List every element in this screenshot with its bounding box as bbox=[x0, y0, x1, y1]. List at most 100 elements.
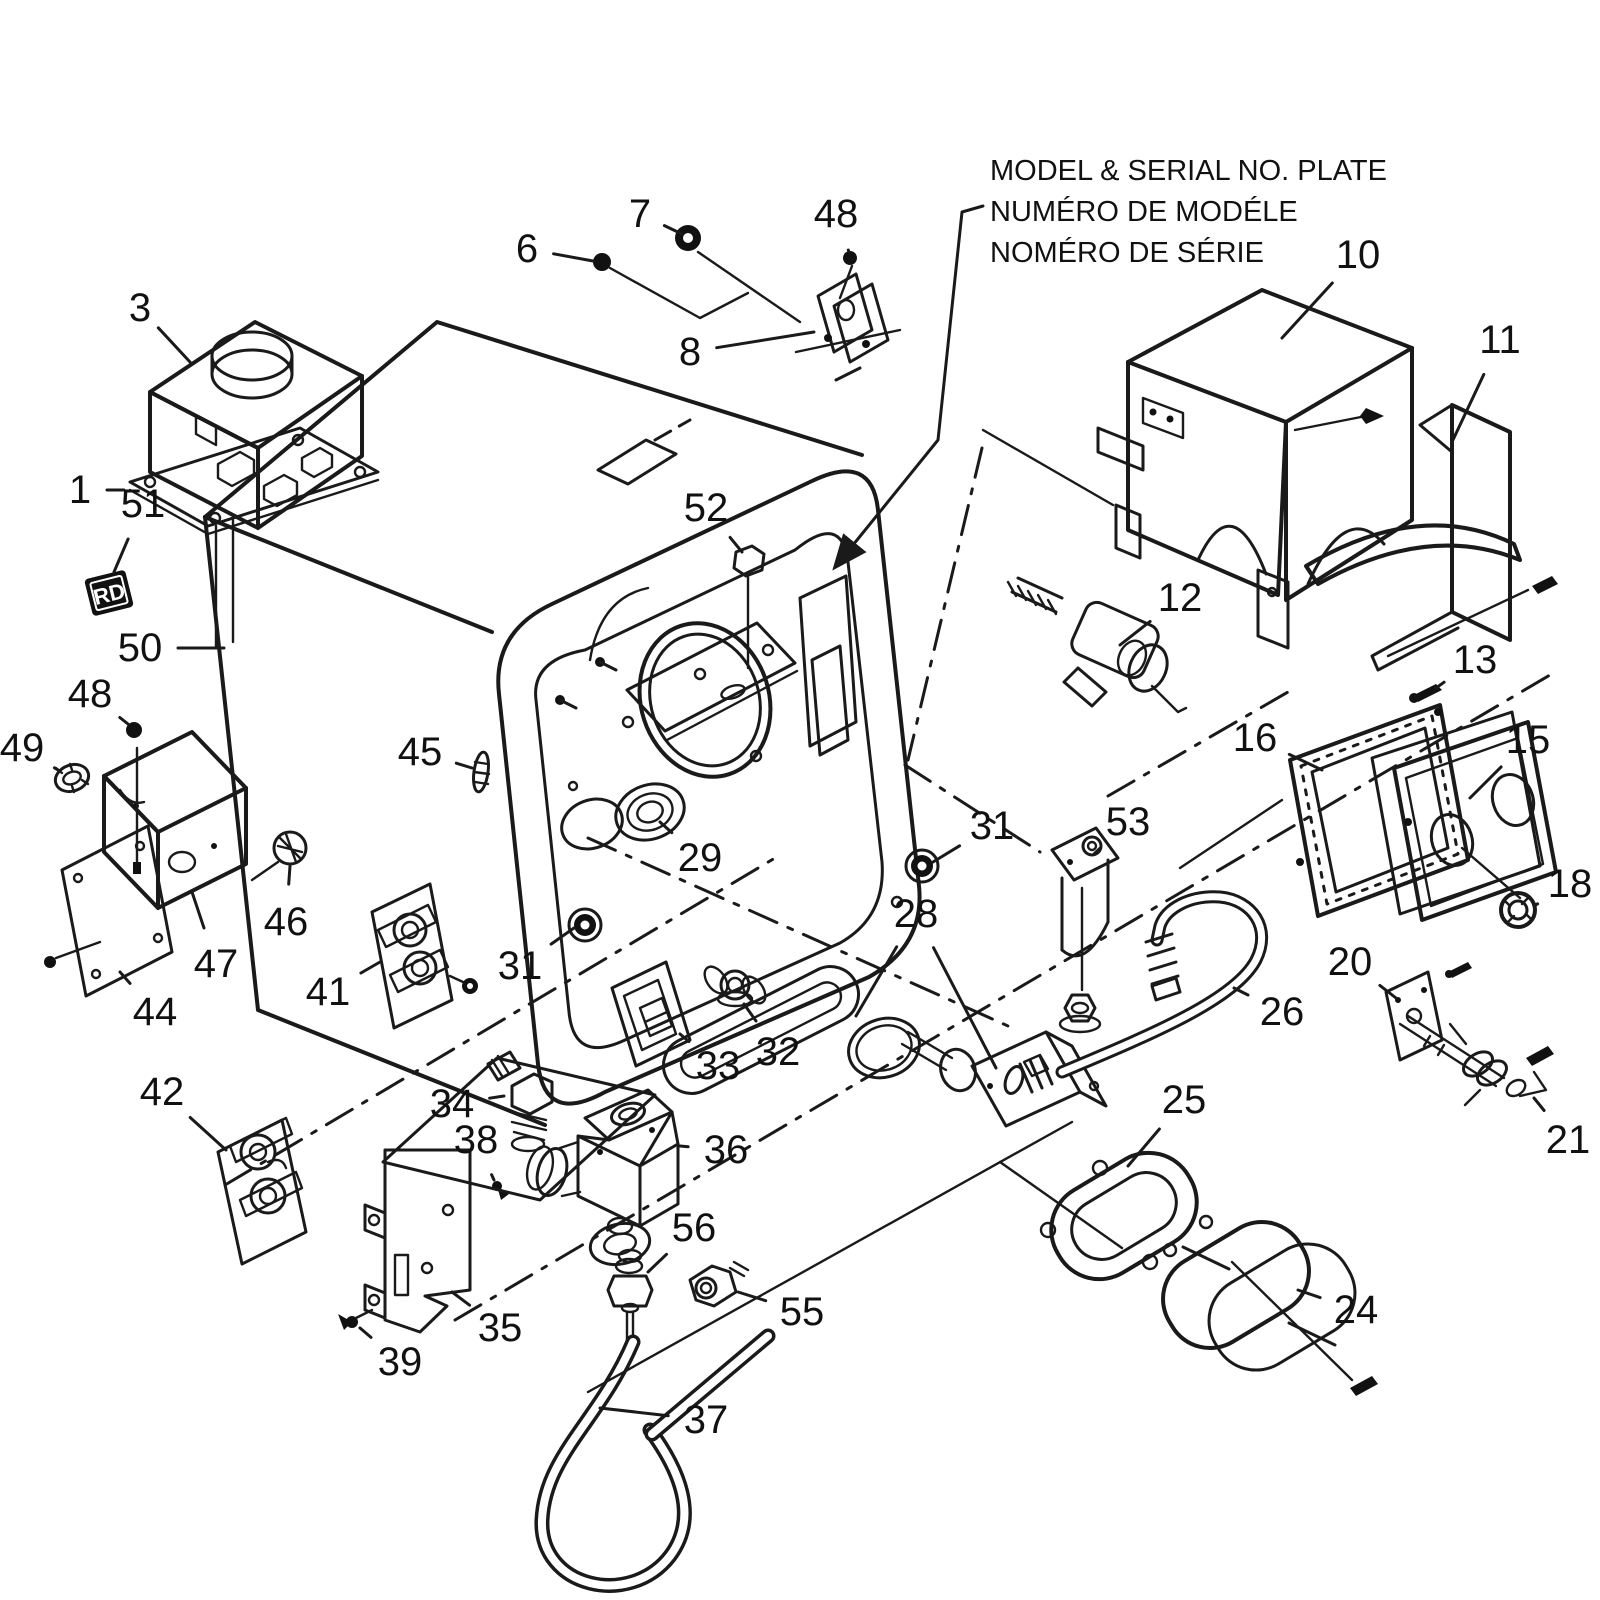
callout-33-24: 33 bbox=[696, 1044, 741, 1088]
part-16-gasket bbox=[1178, 703, 1470, 918]
callout-25-21: 25 bbox=[1162, 1078, 1207, 1122]
part-32-wing-nut bbox=[703, 965, 767, 1008]
leader-line-32 bbox=[742, 1002, 758, 1023]
leader-line-35 bbox=[450, 1290, 472, 1307]
part-18-nut bbox=[1499, 891, 1537, 929]
leader-line-51 bbox=[112, 537, 130, 574]
callout-31-17: 31 bbox=[970, 804, 1015, 848]
leader-line-48 bbox=[846, 248, 851, 254]
leader-line-37 bbox=[598, 1406, 670, 1418]
leader-line-34 bbox=[488, 1094, 506, 1100]
leader-line-45 bbox=[454, 761, 474, 770]
part-21-igniter-electrode bbox=[1398, 1014, 1554, 1107]
callout-31-35: 31 bbox=[498, 944, 543, 988]
leader-line-33 bbox=[678, 1032, 691, 1043]
leader-line-46 bbox=[287, 864, 292, 886]
callout-44-36: 44 bbox=[133, 990, 178, 1034]
callout-18-13: 18 bbox=[1548, 862, 1593, 906]
alignment-axes bbox=[223, 428, 1557, 1322]
part-49-ring-gasket bbox=[53, 762, 91, 794]
part-1-control-plate bbox=[128, 426, 380, 650]
part-20-bracket bbox=[1384, 962, 1472, 1062]
callout-29-18: 29 bbox=[678, 836, 723, 880]
leader-line-13 bbox=[1434, 680, 1446, 690]
leader-line-28 bbox=[854, 945, 899, 1018]
callout-56-28: 56 bbox=[672, 1206, 717, 1250]
leader-line-52 bbox=[728, 535, 744, 554]
part-10-burner-shroud bbox=[1096, 288, 1414, 650]
part-33-rocker-switch bbox=[610, 960, 692, 1068]
part-39-screw bbox=[338, 1308, 374, 1330]
leader-line-11 bbox=[1450, 372, 1486, 444]
title-line-3: NOMÉRO DE SÉRIE bbox=[990, 236, 1264, 269]
part-51-rd-badge: RD bbox=[84, 570, 134, 616]
leader-line-36 bbox=[678, 1144, 690, 1149]
part-3-thermostat-box bbox=[148, 320, 364, 530]
part-53-mount-bracket bbox=[1050, 826, 1120, 1034]
part-36-gas-valve bbox=[525, 1088, 680, 1267]
part-29-drain-valve bbox=[560, 780, 686, 851]
leader-line-26 bbox=[1232, 986, 1250, 997]
part-45-edge-clip bbox=[472, 750, 491, 794]
part-26-burner-tube bbox=[1003, 890, 1269, 1095]
part-41-junction-block bbox=[370, 882, 478, 1030]
callout-11-8: 11 bbox=[1479, 318, 1521, 362]
part-31-grommet-right bbox=[904, 848, 940, 884]
leader-line-48 bbox=[118, 716, 130, 726]
leader-line-12 bbox=[1118, 619, 1152, 647]
leader-line-41 bbox=[359, 960, 382, 975]
callout-34-25: 34 bbox=[430, 1082, 475, 1126]
model-serial-plate bbox=[798, 574, 858, 757]
title-block: MODEL & SERIAL NO. PLATE NUMÉRO DE MODÉL… bbox=[832, 155, 1387, 571]
leader-line-3 bbox=[156, 326, 192, 364]
callout-51-2: 51 bbox=[121, 482, 166, 526]
callout-13-10: 13 bbox=[1453, 638, 1498, 682]
leader-line-38 bbox=[490, 1173, 496, 1182]
callout-48-5: 48 bbox=[814, 192, 859, 236]
part-55-orifice-fitting bbox=[688, 1260, 750, 1308]
part-34-elbow-fitting bbox=[486, 1050, 554, 1153]
title-leader-line bbox=[832, 204, 985, 571]
title-line-1: MODEL & SERIAL NO. PLATE bbox=[990, 155, 1387, 187]
part-42-junction-block bbox=[216, 1116, 308, 1266]
leader-line-6 bbox=[552, 252, 595, 263]
part-52-bolt bbox=[732, 544, 766, 670]
callout-55-29: 55 bbox=[780, 1290, 825, 1334]
callout-1-1: 1 bbox=[69, 468, 91, 512]
part-7-knurled-nut bbox=[675, 225, 802, 324]
callout-32-23: 32 bbox=[756, 1030, 801, 1074]
part-13-screw bbox=[1409, 684, 1442, 703]
leader-line-56 bbox=[646, 1252, 668, 1274]
leader-line-47 bbox=[190, 890, 206, 930]
callout-42-33: 42 bbox=[140, 1070, 185, 1114]
part-25-gasket bbox=[998, 1150, 1199, 1282]
leader-line-24 bbox=[1296, 1288, 1322, 1300]
leader-line-31 bbox=[549, 926, 576, 946]
leader-line-20 bbox=[1378, 983, 1398, 1000]
callout-52-43: 52 bbox=[684, 486, 729, 530]
callout-47-37: 47 bbox=[194, 942, 239, 986]
callout-36-27: 36 bbox=[704, 1128, 749, 1172]
part-47-junction-box bbox=[102, 730, 248, 910]
callout-21-15: 21 bbox=[1546, 1118, 1591, 1162]
callout-45-42: 45 bbox=[398, 730, 443, 774]
leader-line-29 bbox=[658, 820, 674, 835]
leader-line-7 bbox=[662, 224, 684, 236]
callout-38-26: 38 bbox=[454, 1118, 499, 1162]
leader-line-44 bbox=[118, 970, 132, 985]
leader-line-55 bbox=[736, 1290, 768, 1303]
callout-7-4: 7 bbox=[629, 192, 651, 236]
leader-line-49 bbox=[52, 766, 60, 772]
leader-line-21 bbox=[1532, 1096, 1546, 1112]
leader-line-15 bbox=[1468, 765, 1503, 800]
callout-41-34: 41 bbox=[306, 970, 351, 1014]
leader-line-31 bbox=[931, 844, 962, 864]
callout-15-12: 15 bbox=[1506, 718, 1551, 762]
callout-50-41: 50 bbox=[118, 626, 163, 670]
part-8-bracket bbox=[794, 272, 902, 382]
callout-48-40: 48 bbox=[68, 672, 113, 716]
part-46-knockout-plug bbox=[250, 830, 308, 882]
callout-16-11: 16 bbox=[1233, 716, 1278, 760]
